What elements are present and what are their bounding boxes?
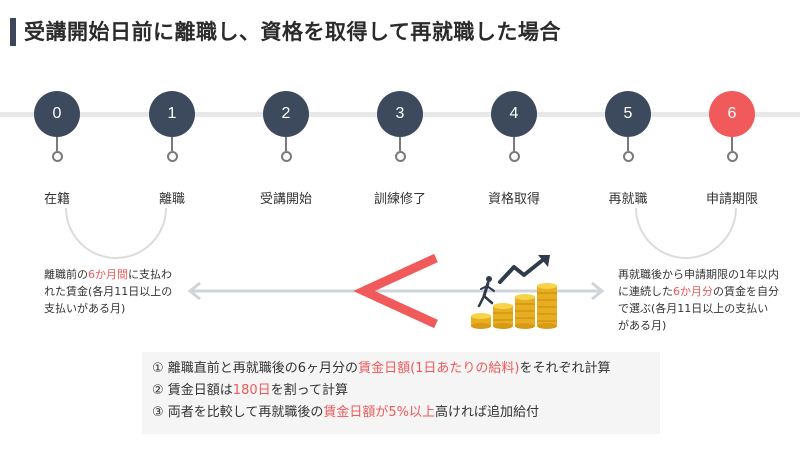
step-stem [171,137,173,151]
step-dot [51,151,63,162]
instruction-text: ② 賃金日額は [152,383,233,398]
step-dot [622,151,634,162]
title-accent-bar [10,18,16,46]
timeline-step-0: 0 在籍 [7,91,107,207]
step-number-circle: 1 [149,91,195,137]
step-dot [166,151,178,162]
note-text: で選ぶ(各月11日以上の支払い [618,302,769,315]
double-arrow-icon [187,281,605,301]
step-stem [285,137,287,151]
note-text: れた賃金(各月11日以上の [44,285,173,298]
step-number-circle: 4 [491,91,537,137]
step-label: 申請期限 [705,192,758,207]
note-text: 支払いがある月) [44,302,126,315]
step-stem [399,137,401,151]
instruction-highlight: 180日 [232,383,271,398]
left-period-bracket [65,207,167,259]
left-wage-period-note: 離職前の6か月間に支払わ れた賃金(各月11日以上の 支払いがある月) [44,266,172,317]
right-wage-period-note: 再就職後から申請期限の1年以内 に連続した6か月分の賃金を自分 で選ぶ(各月11… [618,266,779,334]
instruction-highlight: 賃金日額(1日あたりの給料) [358,361,520,376]
timeline-step-2: 2 受講開始 [236,91,336,207]
note-highlight: 6か月間 [88,268,128,281]
less-than-chevron-icon [353,253,438,329]
instruction-text: を割って計算 [270,383,348,398]
step-dot [726,151,738,162]
step-label: 在籍 [43,192,70,207]
growth-arrow-icon [498,255,550,284]
instruction-text: ① 離職直前と再就職後の6ヶ月分の [152,361,359,376]
note-text: の賃金を自分 [713,285,779,298]
instruction-2: ② 賃金日額は180日を割って計算 [152,380,650,402]
step-dot [280,151,292,162]
instruction-3: ③ 両者を比較して再就職後の賃金日額が5%以上高ければ追加給付 [152,402,650,424]
instruction-text: 高ければ追加給付 [435,405,540,420]
running-person-icon [477,276,495,308]
timeline-step-5: 5 再就職 [578,91,678,207]
step-label: 資格取得 [487,192,540,207]
coin-stack-1 [471,313,491,329]
instruction-1: ① 離職直前と再就職後の6ヶ月分の賃金日額(1日あたりの給料)をそれぞれ計算 [152,358,650,380]
right-period-bracket [635,207,737,259]
step-stem [627,137,629,151]
step-number-circle-active: 6 [709,91,755,137]
step-label: 受講開始 [259,192,312,207]
instruction-highlight: 賃金日額が5%以上 [323,405,436,420]
step-number-circle: 2 [263,91,309,137]
timeline-step-1: 1 離職 [122,91,222,207]
step-dot [394,151,406,162]
step-number-circle: 5 [605,91,651,137]
step-number-circle: 3 [377,91,423,137]
coin-stack-4 [537,283,557,329]
coin-stack-3 [515,294,535,329]
note-text: に連続した [618,285,673,298]
timeline-step-4: 4 資格取得 [464,91,564,207]
timeline-step-6: 6 申請期限 [682,91,782,207]
note-text: に支払わ [128,268,172,281]
instruction-text: をそれぞれ計算 [519,361,611,376]
note-text: 再就職後から申請期限の1年以内 [618,268,779,281]
step-label: 訓練修了 [373,192,426,207]
instruction-text: ③ 両者を比較して再就職後の [152,405,324,420]
step-number-circle: 0 [34,91,80,137]
page-title: 受講開始日前に離職し、資格を取得して再就職した場合 [24,20,561,44]
step-stem [56,137,58,151]
note-highlight: 6か月分 [673,285,713,298]
step-dot [508,151,520,162]
note-text: 離職前の [44,268,88,281]
step-label: 再就職 [608,192,648,207]
step-stem [731,137,733,151]
calculation-instructions-box: ① 離職直前と再就職後の6ヶ月分の賃金日額(1日あたりの給料)をそれぞれ計算 ②… [142,352,660,434]
timeline-step-3: 3 訓練修了 [350,91,450,207]
coin-stack-2 [493,303,513,329]
step-stem [513,137,515,151]
coin-stack-icon [471,283,557,329]
step-label: 離職 [158,192,185,207]
note-text: がある月) [618,319,667,332]
